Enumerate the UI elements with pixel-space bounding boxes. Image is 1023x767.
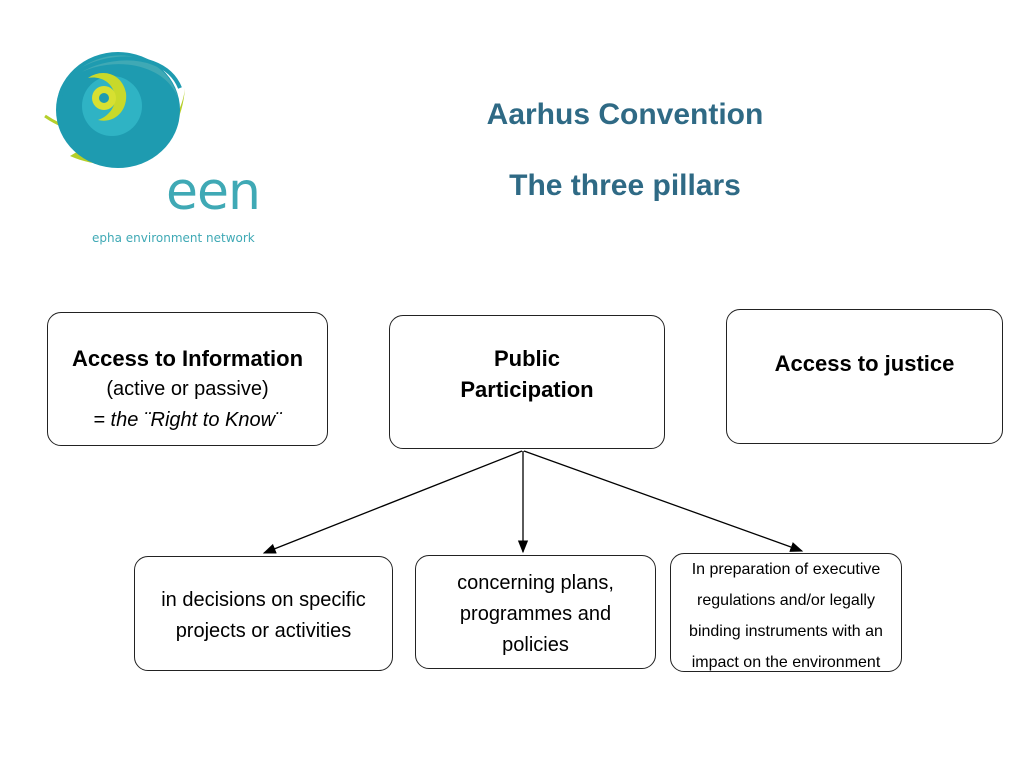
logo-wordmark: een	[166, 162, 261, 222]
een-logo: een epha environment network	[40, 38, 270, 245]
branch-decisions-on-projects: in decisions on specific projects or act…	[134, 556, 393, 671]
pillar-information-heading: Access to Information	[71, 346, 304, 371]
logo-tagline: epha environment network	[92, 231, 255, 245]
pillar-access-to-justice: Access to justice	[726, 309, 1003, 444]
branch-decisions-line1: in decisions on specific	[161, 589, 366, 611]
branch-plans-programmes-policies: concerning plans, programmes and policie…	[415, 555, 656, 669]
slide-title: Aarhus Convention	[486, 98, 764, 131]
pillar-participation-heading-line1: Public	[493, 346, 560, 371]
branch-plans-line2: programmes and	[459, 603, 612, 625]
pillar-public-participation: Public Participation	[389, 315, 665, 449]
arrow-to-decisions	[262, 450, 523, 554]
branch-plans-line3: policies	[502, 634, 569, 656]
branch-executive-line2: regulations and/or legally	[697, 592, 875, 609]
branch-executive-line4: impact on the environment	[691, 654, 881, 671]
arrow-to-executive	[523, 450, 804, 552]
pillar-participation-heading-line2: Participation	[460, 377, 594, 402]
branch-executive-regulations: In preparation of executive regulations …	[670, 553, 902, 672]
branch-executive-line1: In preparation of executive	[691, 561, 881, 578]
pillar-justice-heading: Access to justice	[774, 351, 955, 376]
een-swirl-logo-icon	[44, 52, 185, 168]
pillar-information-subtext: (active or passive)	[106, 378, 269, 400]
branch-decisions-line2: projects or activities	[175, 620, 352, 642]
branch-plans-line1: concerning plans,	[457, 572, 614, 594]
pillar-access-to-information: Access to Information (active or passive…	[47, 312, 328, 446]
slide-subtitle: The three pillars	[509, 169, 741, 202]
branch-executive-line3: binding instruments with an	[689, 623, 883, 640]
pillar-information-right-to-know: = the ¨Right to Know¨	[93, 409, 282, 431]
